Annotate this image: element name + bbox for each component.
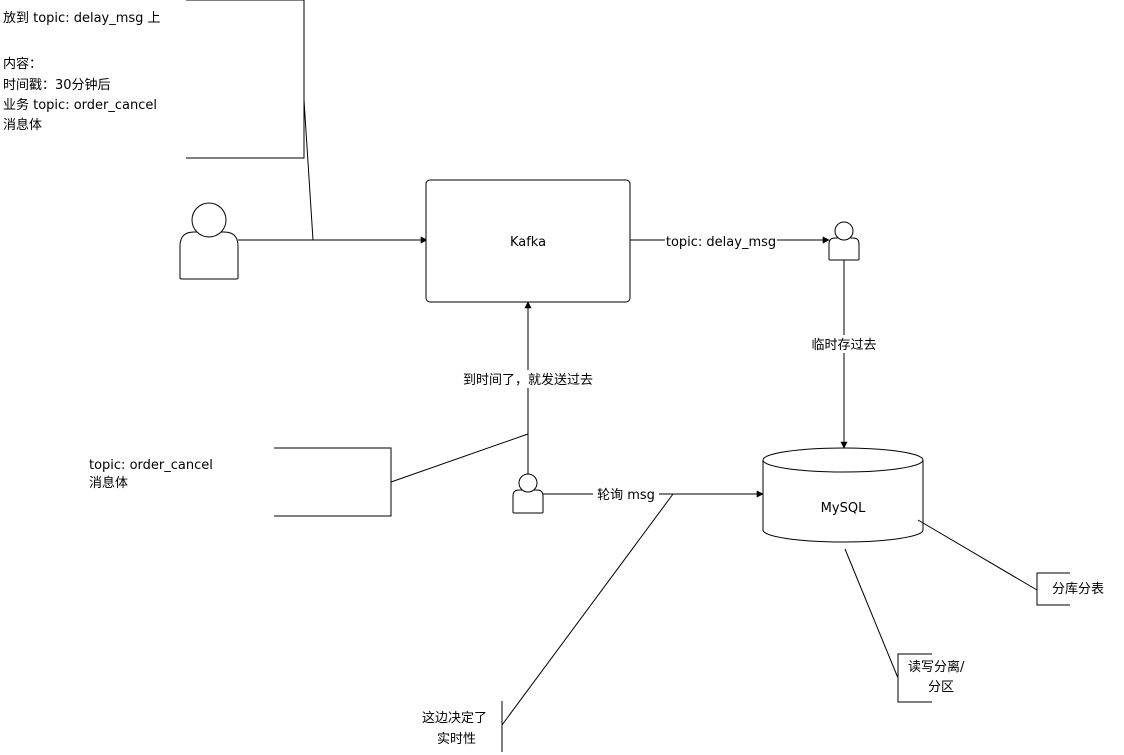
- note-realtime: 这边决定了 实时性: [422, 493, 674, 752]
- kafka-node[interactable]: Kafka: [425, 179, 631, 303]
- note-top-bracket: [186, 0, 314, 241]
- note-top-line2: 内容：: [3, 56, 42, 72]
- edge-poll-label: 轮询 msg: [597, 488, 655, 503]
- note-order-cancel-line1: topic: order_cancel: [89, 458, 213, 473]
- note-top-line4: 业务 topic: order_cancel: [3, 97, 157, 113]
- note-order-cancel: topic: order_cancel 消息体: [89, 433, 529, 517]
- note-rw-split-line1: 读写分离/: [908, 659, 965, 675]
- note-realtime-line1: 这边决定了: [422, 710, 487, 726]
- edge-store-bg: [803, 335, 885, 353]
- producer-actor-icon[interactable]: [179, 202, 239, 280]
- edge-poll-bg: [593, 486, 659, 504]
- note-rw-split-line2: 分区: [928, 680, 954, 695]
- edge-send-back-bg: [450, 370, 606, 388]
- scheduler-actor-icon[interactable]: [512, 473, 544, 514]
- note-rw-split: 读写分离/ 分区: [844, 548, 965, 703]
- note-top-line1: 放到 topic: delay_msg 上: [3, 11, 161, 26]
- kafka-label: Kafka: [510, 235, 546, 250]
- note-realtime-line2: 实时性: [437, 732, 476, 747]
- note-order-cancel-line2: 消息体: [89, 475, 128, 491]
- note-sharding: 分库分表: [917, 519, 1104, 606]
- note-top-line5: 消息体: [3, 117, 42, 133]
- edge-send-back-label: 到时间了，就发送过去: [463, 372, 593, 388]
- delay-consumer-actor-icon[interactable]: [828, 221, 860, 261]
- edge-delay-topic-label: topic: delay_msg: [666, 235, 776, 250]
- note-top: 放到 topic: delay_msg 上 内容： 时间戳：30分钟后 业务 t…: [3, 11, 161, 133]
- note-sharding-label: 分库分表: [1052, 581, 1104, 597]
- edge-delay-topic-bg: [665, 232, 777, 250]
- mysql-label: MySQL: [821, 501, 866, 516]
- note-top-line3: 时间戳：30分钟后: [3, 77, 111, 93]
- mysql-node[interactable]: MySQL: [762, 447, 924, 543]
- edge-store-label: 临时存过去: [811, 338, 876, 353]
